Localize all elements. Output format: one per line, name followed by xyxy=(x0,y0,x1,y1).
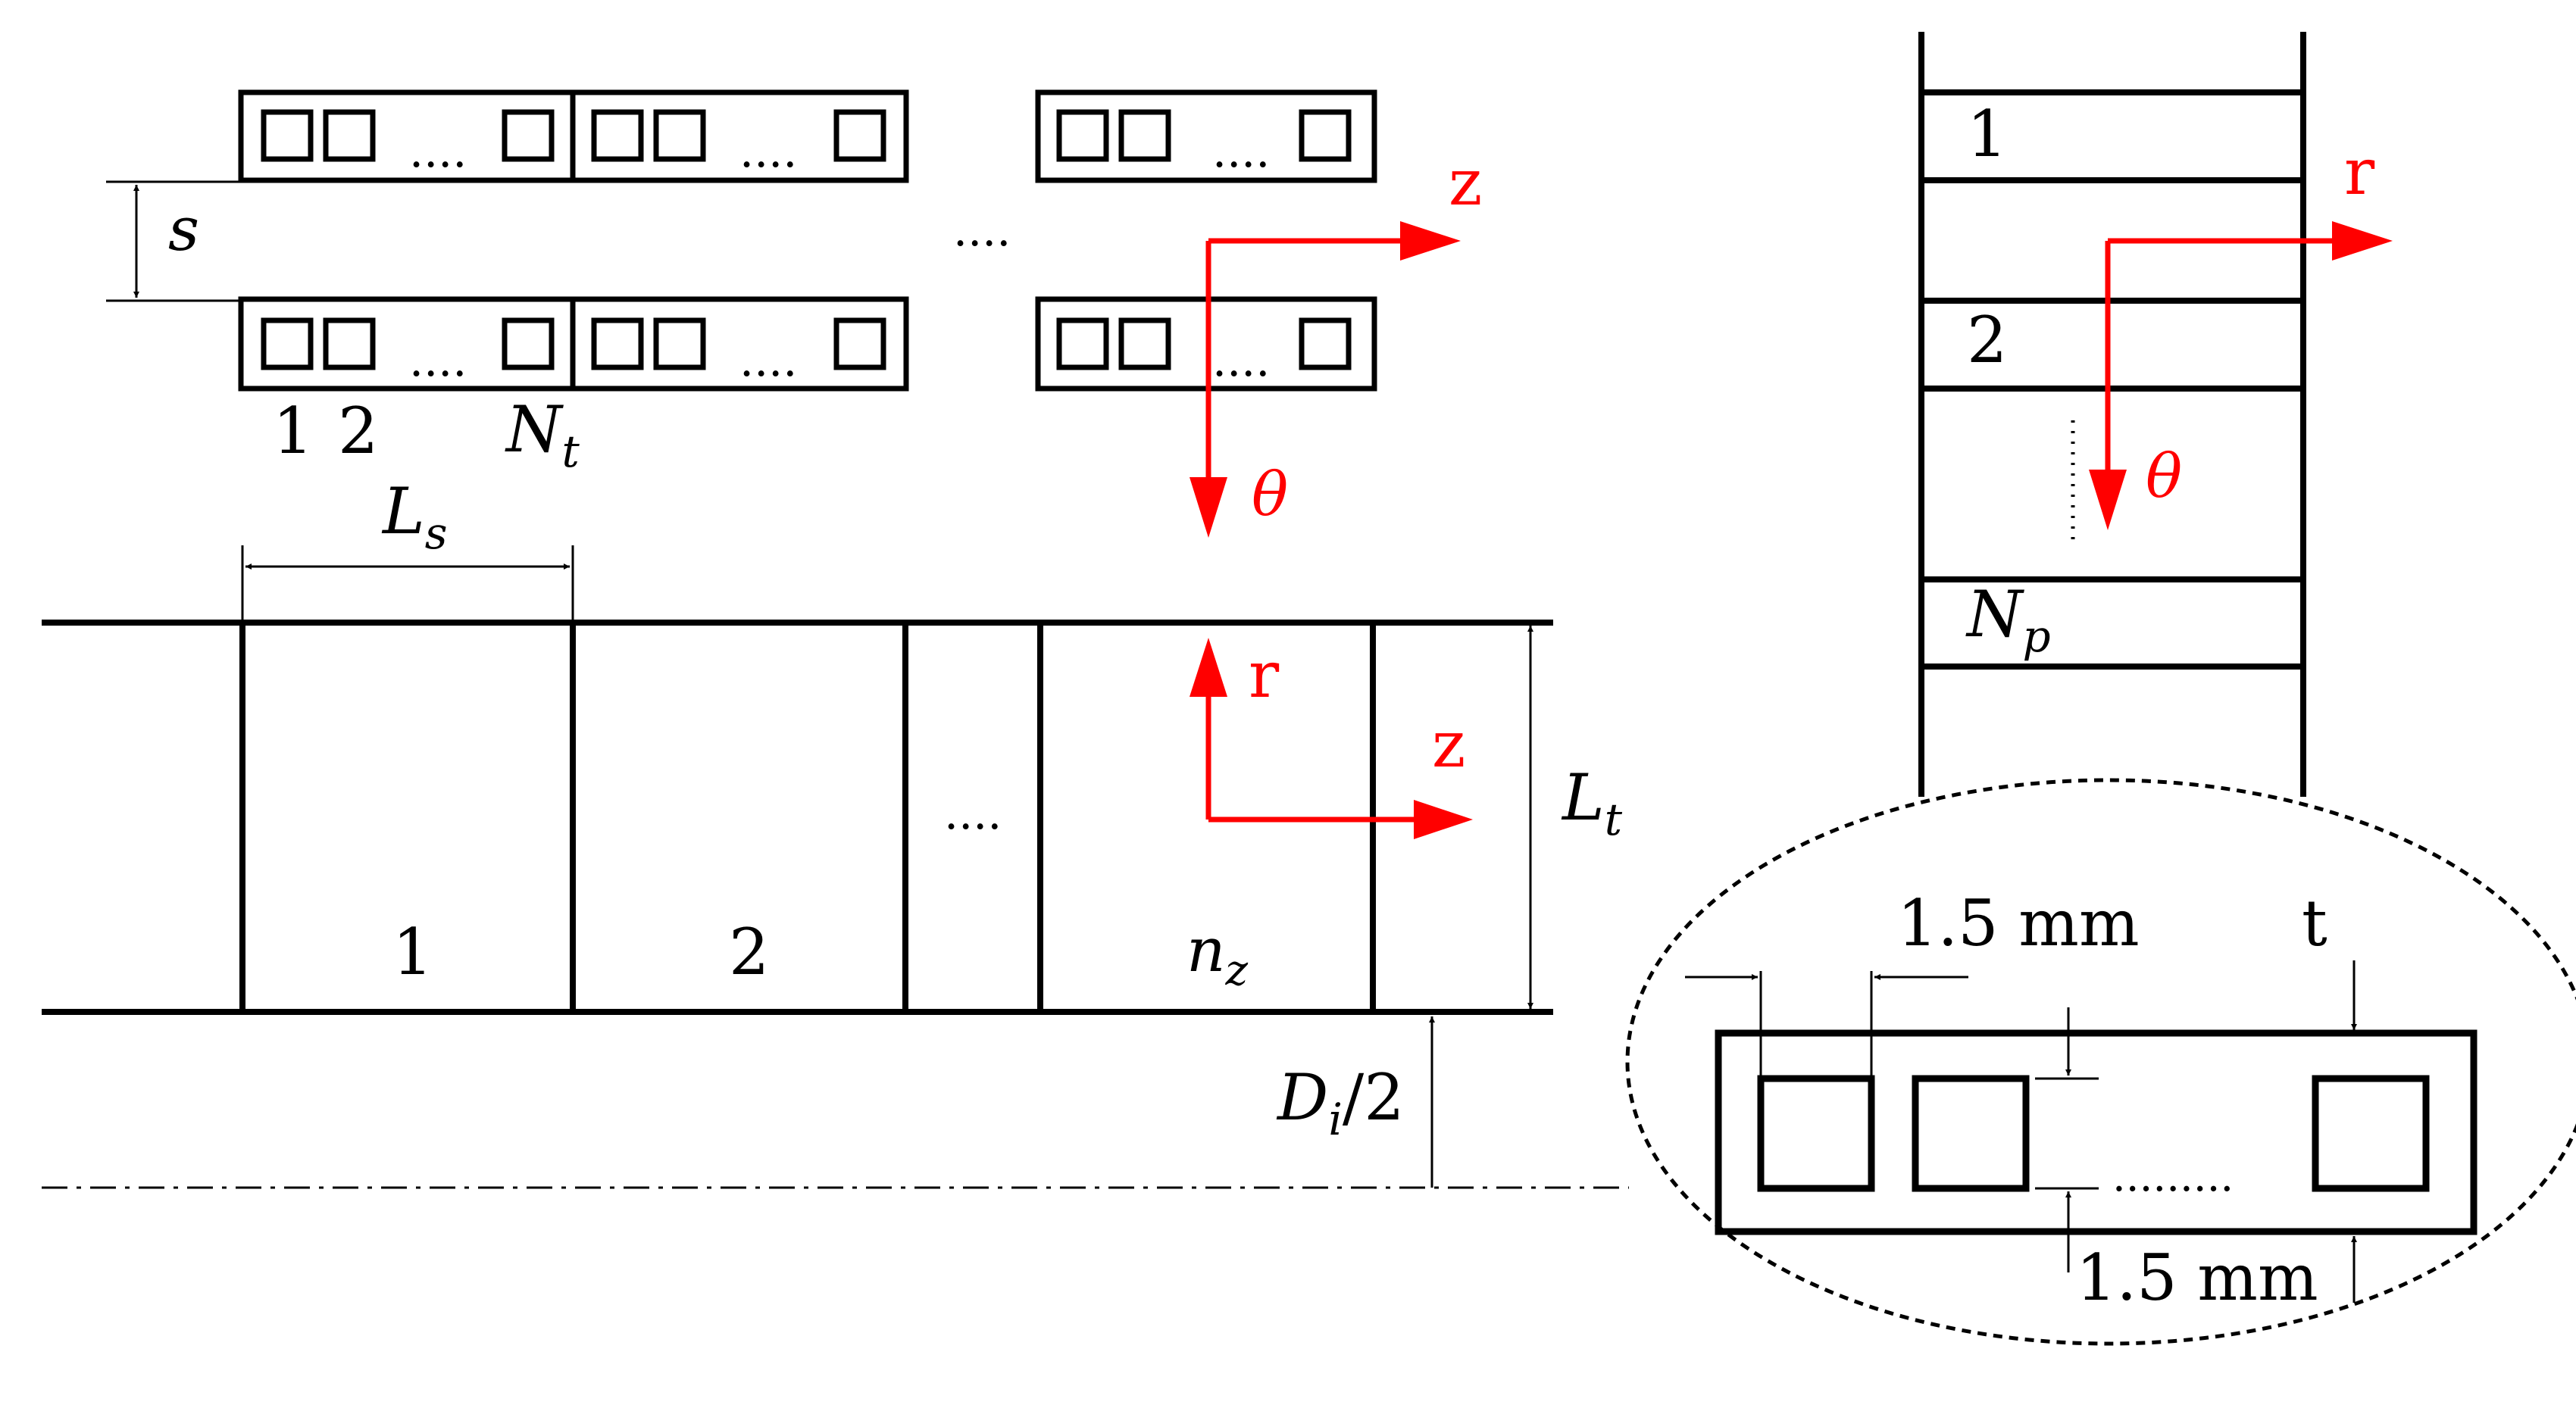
conductor-square xyxy=(323,109,376,162)
detail-conductor-square xyxy=(1912,1075,2030,1192)
conductor-square xyxy=(653,109,706,162)
conductor-square xyxy=(323,317,376,370)
strip-ellipsis: .... xyxy=(739,125,797,178)
section-length-dimension xyxy=(241,545,574,623)
conductor-square xyxy=(502,317,555,370)
top-axes xyxy=(1190,221,1461,538)
side-axes xyxy=(1190,638,1473,839)
detail-ellipsis: ......... xyxy=(2112,1152,2234,1201)
strip-ellipsis: .... xyxy=(1212,334,1270,387)
side-axis-r-label: r xyxy=(1249,638,1280,712)
spacing-label: s xyxy=(168,194,199,264)
section-label-1: 1 xyxy=(392,915,433,989)
section-label-nz: nz xyxy=(1186,915,1249,995)
conductor-square xyxy=(502,109,555,162)
conductor-square xyxy=(833,317,886,370)
layer-count-label: Np xyxy=(1965,577,2051,662)
detail-pitch-dimension xyxy=(1685,971,1968,1079)
spacing-dimension xyxy=(106,180,242,302)
end-view xyxy=(1918,32,2306,797)
conductor-square xyxy=(1118,317,1171,370)
top-strip-upper-right xyxy=(1035,89,1377,183)
layer-label-1: 1 xyxy=(1967,97,2007,171)
end-axis-theta-label: θ xyxy=(2146,441,2182,511)
detail-zoom-ellipse xyxy=(1625,778,2576,1346)
top-axis-z-label: z xyxy=(1449,145,1482,220)
detail-pitch-label: 1.5 mm xyxy=(1897,886,2140,960)
side-axis-z-label: z xyxy=(1432,707,1465,782)
detail-thickness-label: t xyxy=(2302,886,2327,960)
strip-ellipsis: .... xyxy=(409,125,467,178)
detail-conductor-square xyxy=(1757,1075,1875,1192)
conductor-square xyxy=(1056,317,1109,370)
conductor-square xyxy=(1118,109,1171,162)
detail-height-label: 1.5 mm xyxy=(2076,1241,2318,1315)
conductor-square xyxy=(1056,109,1109,162)
detail-height-dimension xyxy=(2035,1007,2357,1303)
detail-strip xyxy=(1715,1029,2478,1235)
conductor-square xyxy=(1299,317,1352,370)
conductor-square xyxy=(653,317,706,370)
strip-ellipsis: .... xyxy=(1212,125,1270,178)
strip-ellipsis: .... xyxy=(409,334,467,387)
section-label-2: 2 xyxy=(729,915,769,989)
turn-label-2: 2 xyxy=(338,394,378,468)
section-ellipsis: .... xyxy=(944,787,1002,840)
conductor-square xyxy=(591,109,644,162)
turn-count-label: Nt xyxy=(505,392,580,477)
conductor-square xyxy=(1299,109,1352,162)
conductor-square xyxy=(261,109,314,162)
inner-radius-label: Di/2 xyxy=(1276,1060,1405,1145)
conductor-square xyxy=(261,317,314,370)
section-length-label: Ls xyxy=(381,474,448,559)
top-view xyxy=(238,89,1377,392)
detail-strip-outline xyxy=(1715,1029,2478,1235)
top-axis-theta-label: θ xyxy=(1252,459,1288,529)
end-axis-r-label: r xyxy=(2344,135,2375,209)
conductor-square xyxy=(591,317,644,370)
layer-label-2: 2 xyxy=(1967,303,2007,377)
conductor-square xyxy=(833,109,886,162)
end-axes xyxy=(2089,221,2393,530)
strip-ellipsis: .... xyxy=(739,334,797,387)
detail-conductor-square xyxy=(2312,1075,2430,1192)
group-ellipsis: .... xyxy=(953,204,1011,257)
turn-label-1: 1 xyxy=(273,394,313,468)
thickness-label: Lt xyxy=(1561,760,1623,845)
